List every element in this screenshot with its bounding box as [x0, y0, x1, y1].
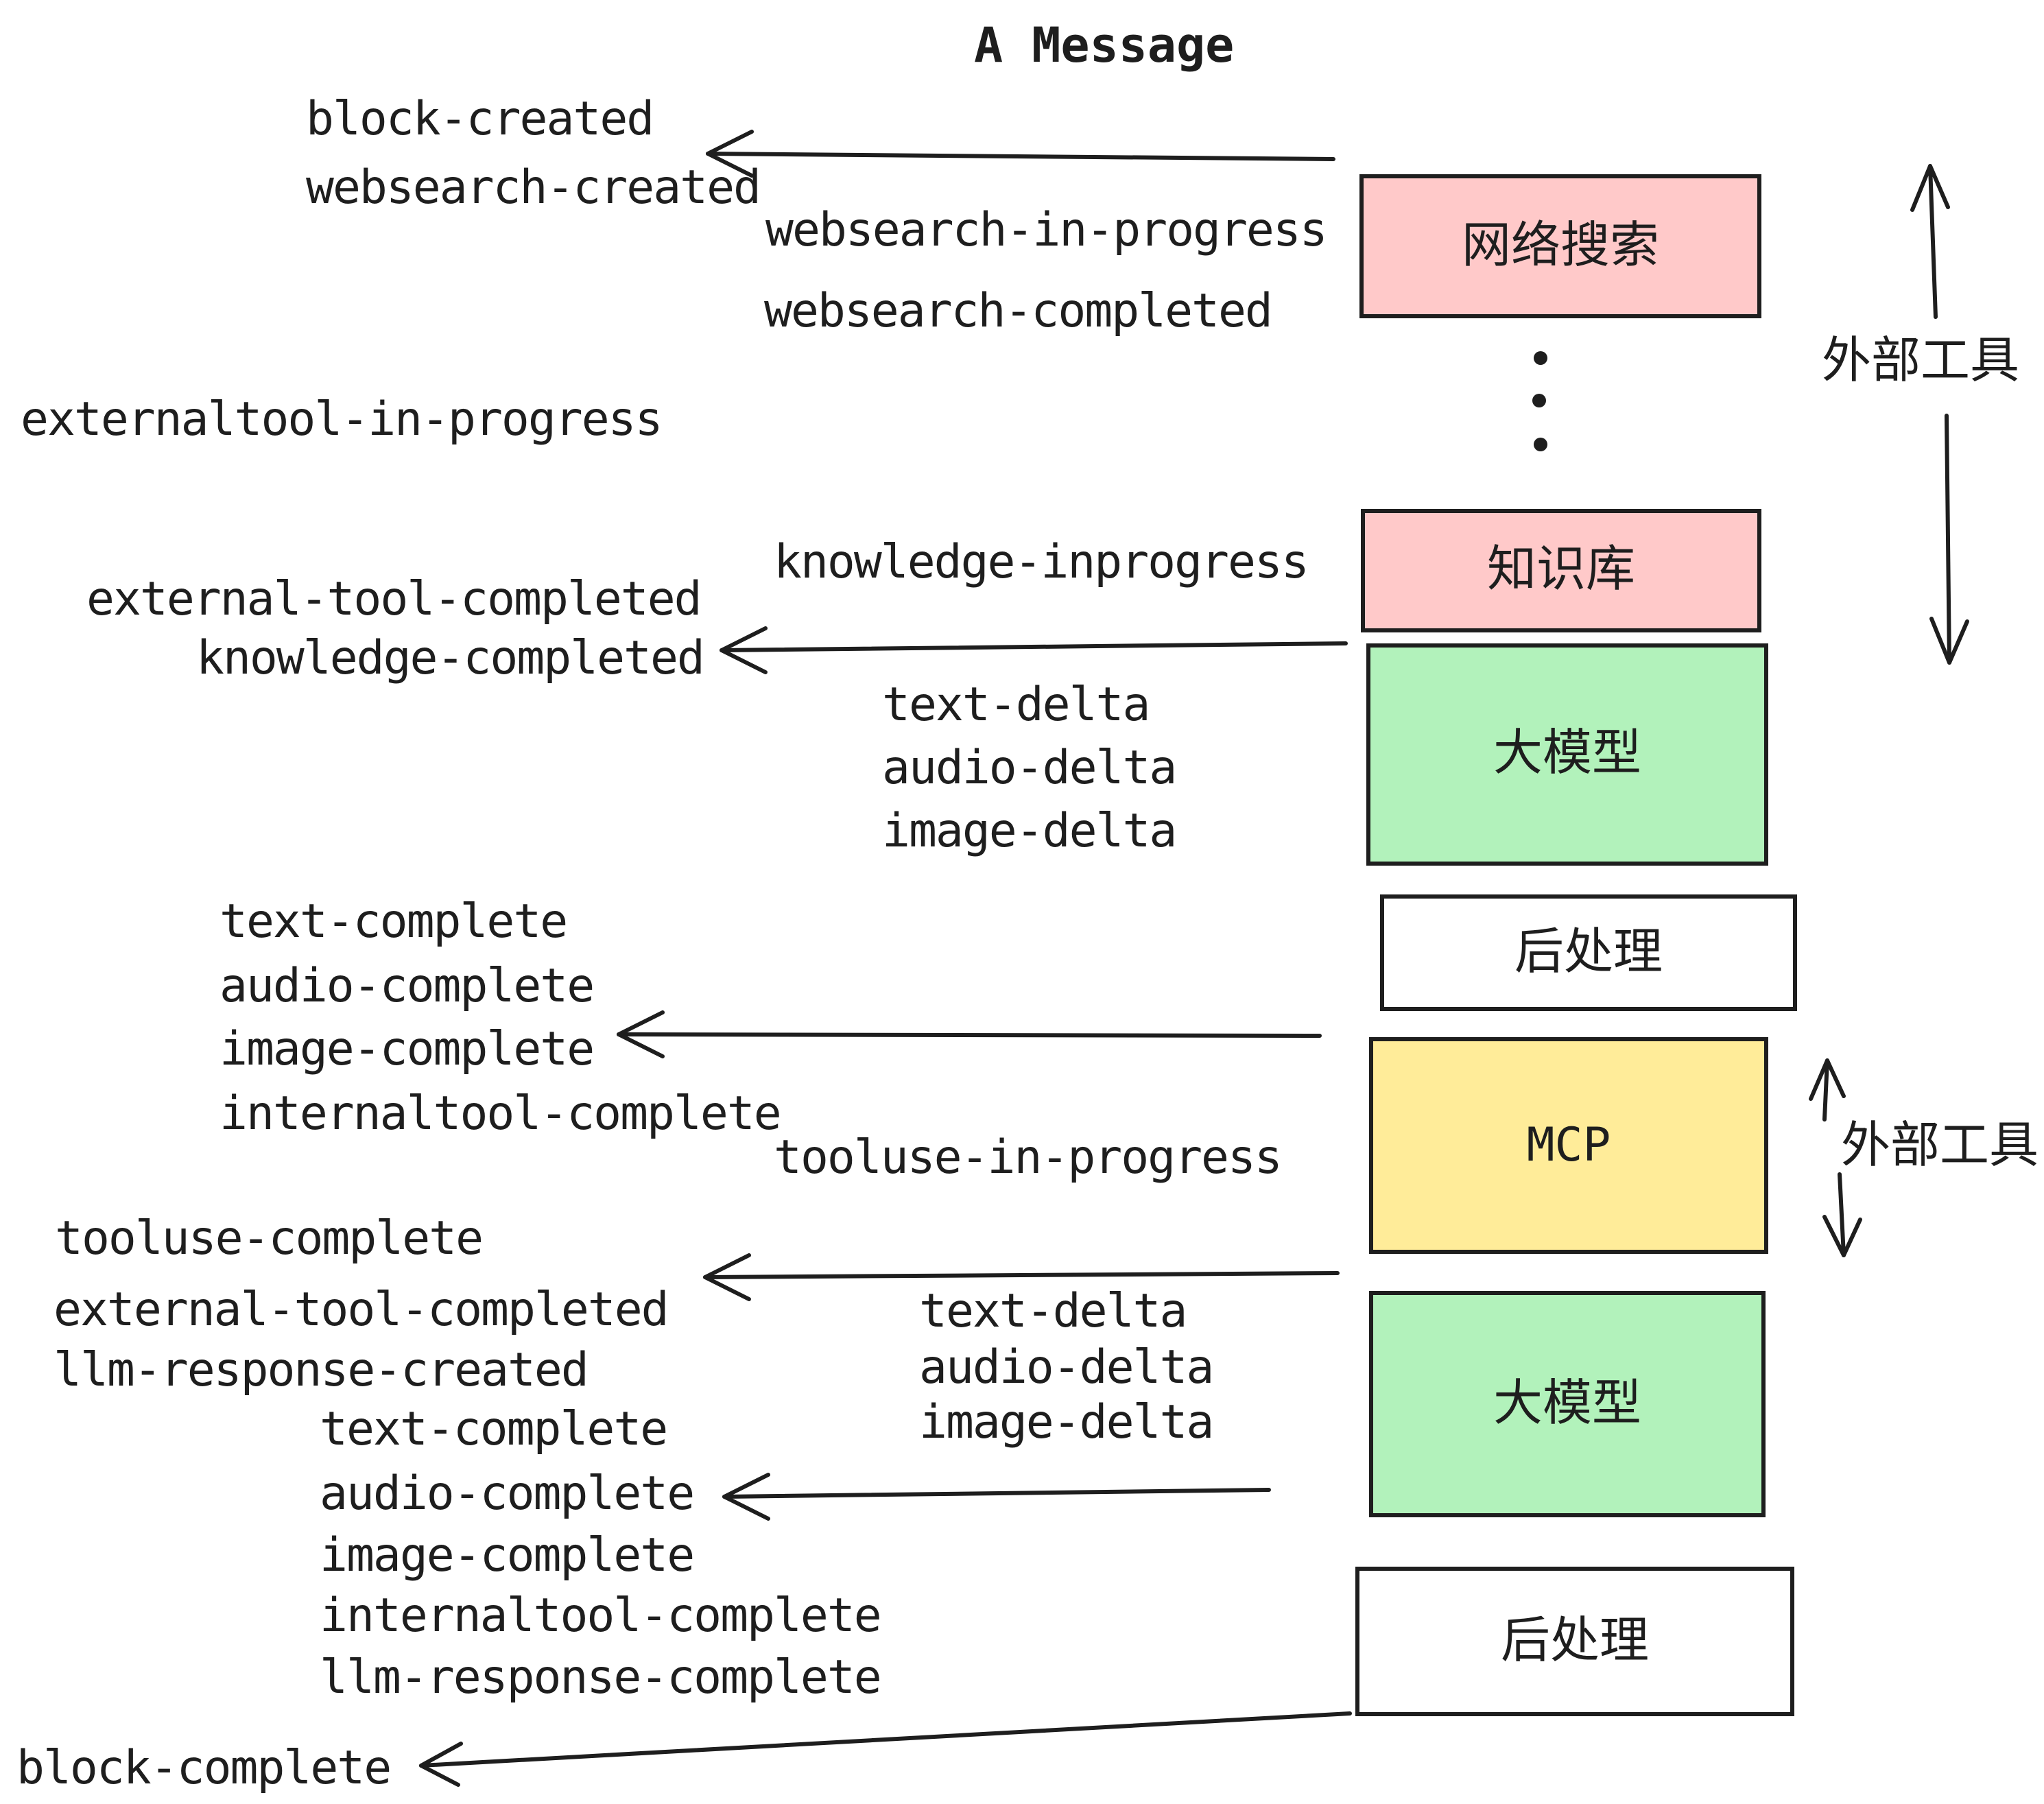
- box-postprocess-1: 后处理: [1380, 894, 1797, 1011]
- event-label-websearch-completed: websearch-completed: [764, 284, 1273, 339]
- event-label-knowledge-inprogress: knowledge-inprogress: [774, 535, 1309, 590]
- box-mcp-label: MCP: [1526, 1118, 1611, 1173]
- external-tools-mcp-down-arrow: [1822, 1172, 1862, 1257]
- external-tools-top-up-arrow: [1910, 164, 1950, 319]
- box-postprocess-1-label: 后处理: [1514, 924, 1663, 980]
- event-label-image-complete-1: image-complete: [219, 1022, 595, 1077]
- box-postprocess-2: 后处理: [1355, 1567, 1794, 1716]
- arrow-to-block-created: [706, 130, 1335, 178]
- arrow-to-block-complete: [419, 1711, 1352, 1787]
- event-label-image-delta-2: image-delta: [919, 1395, 1214, 1450]
- box-mcp: MCP: [1369, 1037, 1768, 1254]
- event-label-internaltool-complete-2: internaltool-complete: [320, 1589, 882, 1643]
- event-label-llm-response-created: llm-response-created: [54, 1343, 589, 1398]
- arrow-to-audio-complete: [722, 1473, 1271, 1521]
- box-websearch-label: 网络搜索: [1461, 217, 1659, 274]
- event-label-external-tool-completed-2: external-tool-completed: [54, 1283, 669, 1338]
- event-label-audio-complete-1: audio-complete: [219, 959, 595, 1014]
- event-label-external-tool-completed: external-tool-completed: [86, 572, 702, 627]
- external-tools-mcp-label: 外部工具: [1841, 1118, 2039, 1174]
- box-llm-1: 大模型: [1366, 643, 1768, 866]
- event-label-text-delta-1: text-delta: [882, 678, 1150, 733]
- event-label-externaltool-in-progress: externaltool-in-progress: [21, 392, 663, 447]
- event-label-audio-complete-2: audio-complete: [320, 1467, 695, 1521]
- box-knowledge-label: 知识库: [1486, 542, 1635, 598]
- arrow-to-knowledge-completed: [720, 626, 1348, 674]
- event-label-llm-response-complete: llm-response-complete: [320, 1650, 882, 1705]
- event-label-tooluse-complete: tooluse-complete: [55, 1211, 484, 1266]
- event-label-block-complete: block-complete: [16, 1741, 392, 1796]
- external-tools-mcp-up-arrow: [1809, 1058, 1846, 1121]
- event-label-text-delta-2: text-delta: [919, 1284, 1187, 1339]
- box-websearch: 网络搜索: [1359, 174, 1761, 318]
- event-label-image-delta-1: image-delta: [882, 804, 1177, 859]
- box-llm-2-label: 大模型: [1493, 1375, 1641, 1432]
- event-label-internaltool-complete-1: internaltool-complete: [219, 1087, 782, 1141]
- external-tools-top-down-arrow: [1929, 414, 1969, 665]
- event-label-text-complete-1: text-complete: [219, 894, 568, 949]
- arrow-to-image-complete: [617, 1010, 1322, 1058]
- event-label-knowledge-completed: knowledge-completed: [196, 631, 705, 686]
- diagram-title: A Message: [974, 19, 1235, 74]
- event-label-image-complete-2: image-complete: [320, 1528, 695, 1583]
- event-label-audio-delta-1: audio-delta: [882, 741, 1177, 796]
- ellipsis-dots: [1532, 351, 1547, 451]
- external-tools-top-label: 外部工具: [1822, 333, 2020, 390]
- event-label-block-created: block-created: [306, 92, 654, 147]
- event-label-tooluse-in-progress: tooluse-in-progress: [774, 1130, 1283, 1185]
- box-llm-1-label: 大模型: [1493, 726, 1641, 782]
- box-knowledge: 知识库: [1361, 509, 1761, 632]
- event-label-text-complete-2: text-complete: [320, 1402, 668, 1457]
- event-label-websearch-created: websearch-created: [306, 161, 761, 215]
- box-llm-2: 大模型: [1369, 1291, 1766, 1517]
- event-label-audio-delta-2: audio-delta: [919, 1340, 1214, 1395]
- box-postprocess-2-label: 后处理: [1500, 1613, 1649, 1669]
- event-label-websearch-in-progress: websearch-in-progress: [765, 203, 1328, 258]
